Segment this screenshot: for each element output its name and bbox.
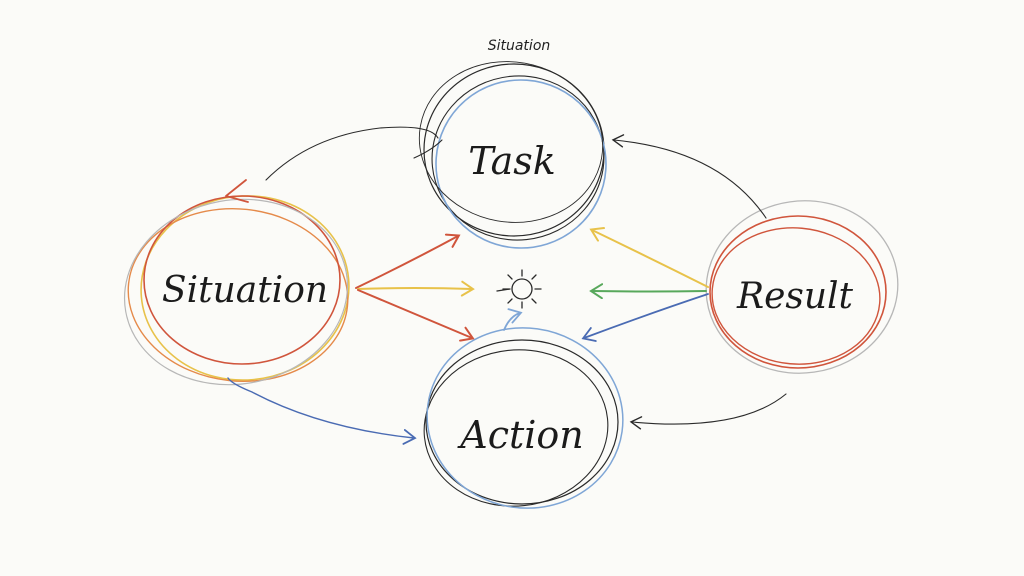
arrow-result-to-action-loop xyxy=(629,393,787,430)
situation-node: Situation xyxy=(123,195,350,386)
situation-label: Situation xyxy=(162,270,328,311)
action-node: Action xyxy=(423,327,624,509)
result-node: Result xyxy=(705,200,899,374)
arrow-action-to-center xyxy=(503,308,523,331)
arrow-situation-to-task xyxy=(355,233,461,289)
top-caption: Situation xyxy=(488,38,551,54)
arrow-result-to-action xyxy=(581,293,709,342)
arrow-situation-to-center xyxy=(357,280,475,297)
task-node: Task xyxy=(418,61,607,249)
arrow-situation-top-head xyxy=(225,179,249,203)
arrow-result-to-task-loop xyxy=(611,134,767,219)
action-label: Action xyxy=(457,413,584,457)
task-label: Task xyxy=(468,139,556,183)
result-label: Result xyxy=(736,276,854,317)
arrow-task-entry-tick xyxy=(413,139,443,159)
arrow-situation-to-action xyxy=(357,289,475,342)
arrow-result-to-center xyxy=(589,283,707,300)
arrow-result-to-task xyxy=(589,227,709,288)
arrow-situation-to-action-loop xyxy=(227,377,417,445)
arrow-task-to-situation-loop xyxy=(265,126,439,181)
sun-icon xyxy=(496,269,542,309)
